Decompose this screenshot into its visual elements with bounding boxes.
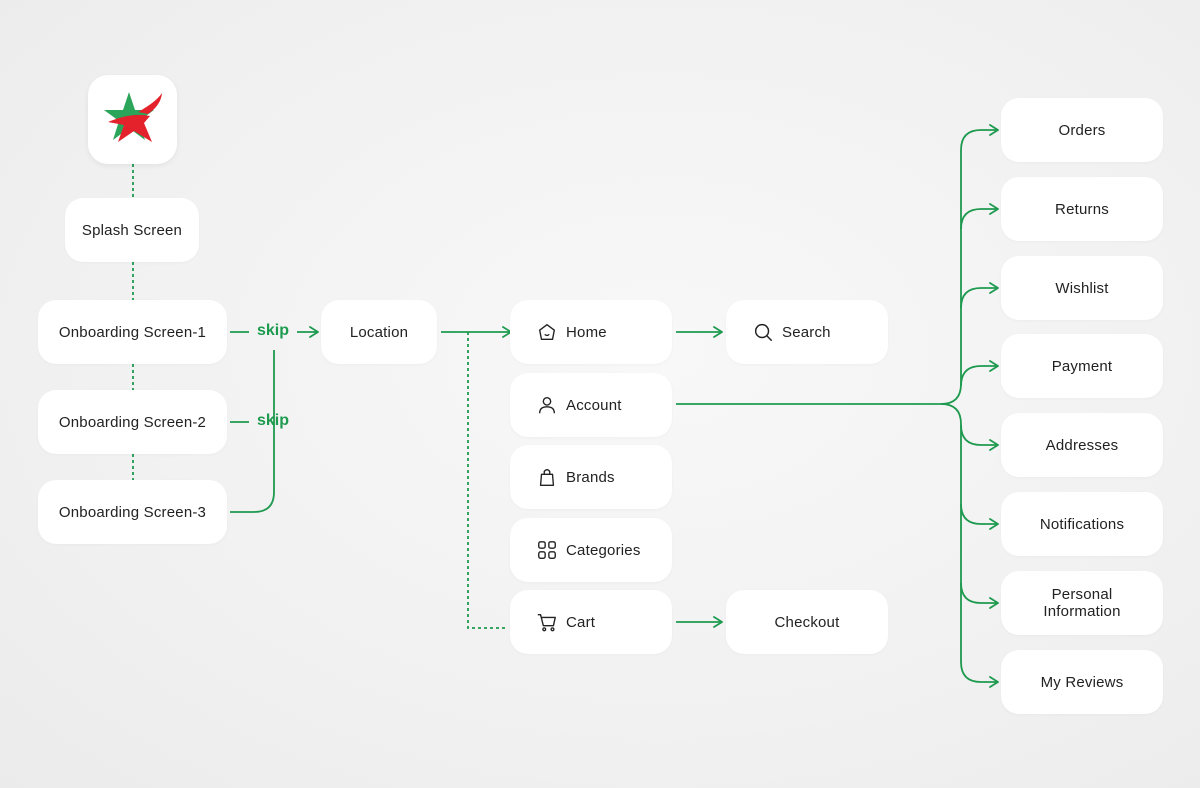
node-label: Search bbox=[782, 323, 831, 341]
node-label: Location bbox=[349, 323, 409, 341]
branch-returns bbox=[960, 203, 999, 230]
node-label: Categories bbox=[566, 541, 641, 559]
node-label: Splash Screen bbox=[81, 221, 183, 239]
grid-icon bbox=[536, 539, 558, 561]
star-logo-icon bbox=[103, 91, 162, 142]
node-label: Personal Information bbox=[1043, 586, 1121, 620]
orders-node[interactable]: Orders bbox=[1001, 98, 1163, 162]
branch-wishlist bbox=[960, 282, 999, 309]
node-label: Account bbox=[566, 396, 622, 414]
branch-notifications bbox=[960, 503, 999, 530]
checkout-node[interactable]: Checkout bbox=[726, 590, 888, 654]
user-icon bbox=[536, 394, 558, 416]
node-label: Payment bbox=[1051, 357, 1113, 375]
skip-label-1: skip bbox=[257, 322, 290, 339]
payment-node[interactable]: Payment bbox=[1001, 334, 1163, 398]
personal-information-node[interactable]: Personal Information bbox=[1001, 571, 1163, 635]
account-branch-trunk bbox=[676, 124, 999, 405]
cart-icon bbox=[536, 611, 558, 633]
node-label: Addresses bbox=[1045, 436, 1119, 454]
branch-payment bbox=[960, 360, 999, 387]
node-label: Orders bbox=[1058, 121, 1106, 139]
skip-vertical-connector bbox=[230, 350, 275, 513]
location-to-cart-dashed bbox=[467, 332, 508, 629]
node-label: Brands bbox=[566, 468, 615, 486]
onboarding-screen-2-node[interactable]: Onboarding Screen-2 bbox=[38, 390, 227, 454]
node-label: Onboarding Screen-3 bbox=[58, 503, 207, 521]
addresses-node[interactable]: Addresses bbox=[1001, 413, 1163, 477]
node-label: Onboarding Screen-2 bbox=[58, 413, 207, 431]
node-label: Cart bbox=[566, 613, 596, 631]
node-label: Wishlist bbox=[1055, 279, 1109, 297]
home-icon bbox=[536, 321, 558, 343]
node-label: My Reviews bbox=[1040, 673, 1124, 691]
splash-screen-node[interactable]: Splash Screen bbox=[65, 198, 199, 262]
brands-node[interactable]: Brands bbox=[510, 445, 672, 509]
shopping-bag-icon bbox=[536, 466, 558, 488]
home-node[interactable]: Home bbox=[510, 300, 672, 364]
categories-node[interactable]: Categories bbox=[510, 518, 672, 582]
branch-addresses bbox=[960, 424, 999, 451]
account-node[interactable]: Account bbox=[510, 373, 672, 437]
location-node[interactable]: Location bbox=[321, 300, 437, 364]
node-label: Checkout bbox=[774, 613, 840, 631]
node-label: Home bbox=[566, 323, 607, 341]
cart-node[interactable]: Cart bbox=[510, 590, 672, 654]
notifications-node[interactable]: Notifications bbox=[1001, 492, 1163, 556]
returns-node[interactable]: Returns bbox=[1001, 177, 1163, 241]
app-logo bbox=[88, 75, 177, 164]
onboarding-screen-3-node[interactable]: Onboarding Screen-3 bbox=[38, 480, 227, 544]
search-icon bbox=[752, 321, 774, 343]
node-label: Notifications bbox=[1039, 515, 1125, 533]
node-label: Returns bbox=[1055, 200, 1109, 218]
my-reviews-node[interactable]: My Reviews bbox=[1001, 650, 1163, 714]
node-label: Onboarding Screen-1 bbox=[58, 323, 207, 341]
search-node[interactable]: Search bbox=[726, 300, 888, 364]
wishlist-node[interactable]: Wishlist bbox=[1001, 256, 1163, 320]
account-branch-lower bbox=[940, 403, 999, 688]
branch-personal-information bbox=[960, 582, 999, 609]
onboarding-screen-1-node[interactable]: Onboarding Screen-1 bbox=[38, 300, 227, 364]
skip-label-2: skip bbox=[257, 412, 290, 429]
